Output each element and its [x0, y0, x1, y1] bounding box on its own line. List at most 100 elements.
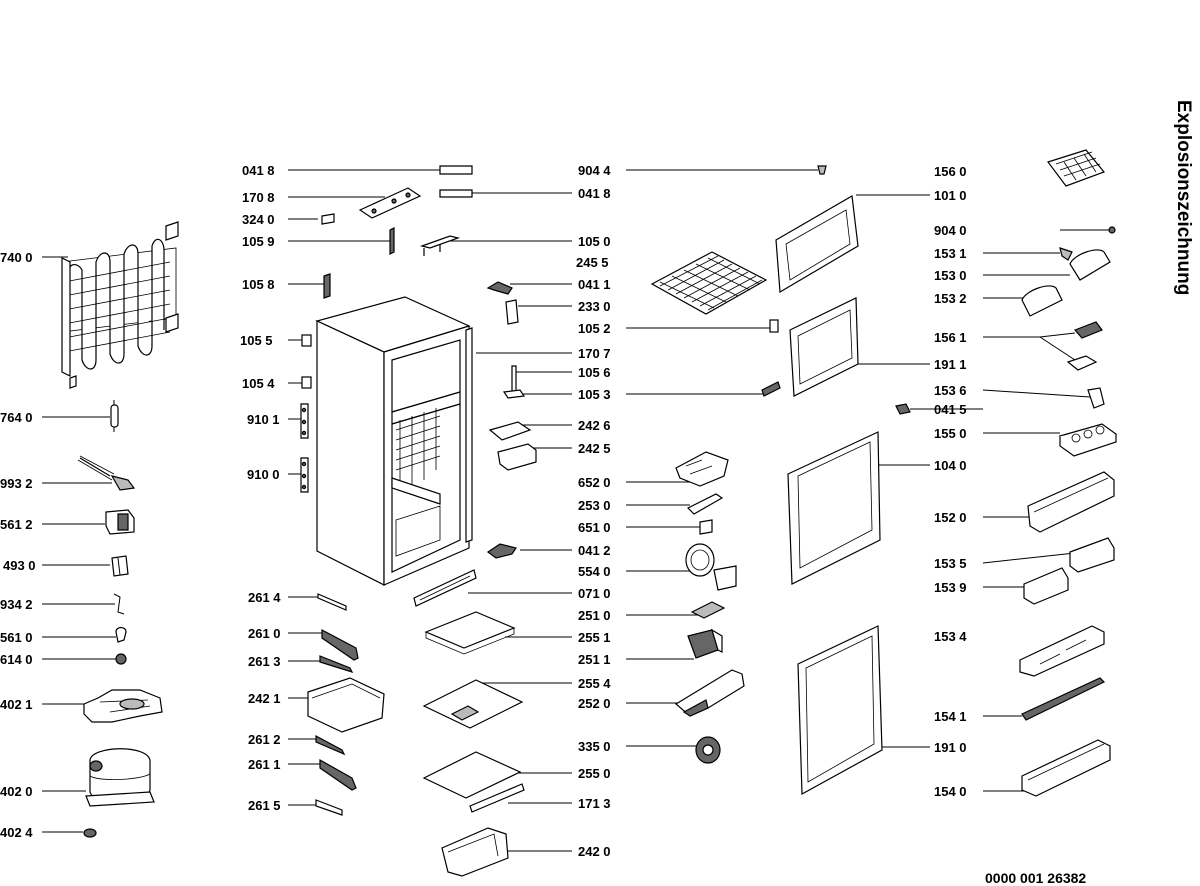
screw-9040	[1108, 226, 1116, 234]
label-9040: 904 0	[934, 223, 967, 238]
label-2612: 261 2	[248, 732, 281, 747]
label-2611: 261 1	[248, 757, 281, 772]
label-7400: 740 0	[0, 250, 33, 265]
label-2426: 242 6	[578, 418, 611, 433]
label-1054: 105 4	[242, 376, 275, 391]
hinge-pin-top	[389, 227, 395, 255]
thermostat-assembly	[675, 451, 729, 487]
freezer-door	[775, 195, 859, 294]
clip-0415	[895, 403, 911, 415]
hinge-bracket-2	[300, 457, 309, 493]
bottle-shelf-1520	[1027, 471, 1115, 533]
label-1550: 155 0	[934, 426, 967, 441]
roller-wheel	[695, 736, 721, 764]
condenser-coil	[61, 221, 179, 389]
label-4024: 402 4	[0, 825, 33, 840]
label-1539: 153 9	[934, 580, 967, 595]
hinge-middle-left	[323, 273, 331, 299]
label-5540: 554 0	[578, 564, 611, 579]
terminal-cover	[111, 555, 129, 577]
diagram-title: Explosionszeichnung	[1173, 100, 1194, 295]
cover-right-top	[439, 189, 473, 198]
label-1055: 105 5	[240, 333, 273, 348]
label-2615: 261 5	[248, 798, 281, 813]
lamp-holder	[301, 376, 312, 389]
label-6520: 652 0	[578, 475, 611, 490]
door-shelf-1534	[1019, 625, 1105, 677]
label-2530: 253 0	[578, 498, 611, 513]
hinge-lower	[486, 543, 517, 559]
label-2511: 251 1	[578, 652, 611, 667]
drain-tray	[83, 689, 163, 723]
label-2610: 261 0	[248, 626, 281, 641]
label-6510: 651 0	[578, 520, 611, 535]
label-9101: 910 1	[247, 412, 280, 427]
bottle-shelf-1540	[1021, 739, 1111, 797]
label-1535: 153 5	[934, 556, 967, 571]
label-3350: 335 0	[578, 739, 611, 754]
label-9342: 934 2	[0, 597, 33, 612]
egg-holder-1530	[1069, 249, 1111, 281]
switch-box	[301, 334, 312, 347]
pin-1531	[1059, 247, 1073, 261]
label-2551: 255 1	[578, 630, 611, 645]
label-1541: 154 1	[934, 709, 967, 724]
label-0418-right: 041 8	[578, 186, 611, 201]
egg-holder-1532	[1021, 285, 1063, 317]
label-2554: 255 4	[578, 676, 611, 691]
ice-tray	[1047, 149, 1105, 187]
grommet	[115, 653, 127, 665]
knob	[699, 519, 713, 535]
label-1707: 170 7	[578, 346, 611, 361]
label-2420: 242 0	[578, 844, 611, 859]
screw-top	[321, 213, 335, 225]
label-0415: 041 5	[934, 402, 967, 417]
control-panel	[674, 669, 745, 717]
vegetable-cover	[422, 679, 524, 729]
fan-motor	[685, 543, 737, 591]
hinge-bottom-pin	[502, 365, 526, 399]
egg-tray	[1058, 423, 1118, 457]
label-1058: 105 8	[242, 277, 275, 292]
label-2613: 261 3	[248, 654, 281, 669]
label-7640: 764 0	[0, 410, 33, 425]
label-1911: 191 1	[934, 357, 967, 372]
fridge-door-gasket	[797, 625, 883, 795]
label-2614: 261 4	[248, 590, 281, 605]
freezer-door-gasket	[789, 297, 859, 397]
label-1040: 104 0	[934, 458, 967, 473]
fridge-door	[787, 431, 881, 585]
door-bin-1539	[1023, 567, 1069, 605]
light-strip	[413, 569, 477, 607]
label-1560: 156 0	[934, 164, 967, 179]
label-1536: 153 6	[934, 383, 967, 398]
relay-module	[105, 509, 135, 535]
label-9932: 993 2	[0, 476, 33, 491]
label-0412: 041 2	[578, 543, 611, 558]
small-bracket-1052	[769, 319, 779, 333]
grommet-small	[83, 828, 97, 838]
label-0418-left: 041 8	[242, 163, 275, 178]
hinge-middle	[486, 281, 513, 295]
drawer-left	[307, 677, 385, 733]
shelf-rail-1541	[1021, 677, 1106, 721]
glass-shelf-1	[424, 611, 516, 655]
label-1910: 191 0	[934, 740, 967, 755]
label-2520: 252 0	[578, 696, 611, 711]
clip-bracket	[115, 626, 127, 643]
knob-rod	[686, 493, 724, 515]
label-1531: 153 1	[934, 246, 967, 261]
label-1530: 153 0	[934, 268, 967, 283]
bracket-1536	[1087, 387, 1105, 409]
bracket-233	[505, 299, 519, 325]
label-0411: 041 1	[578, 277, 611, 292]
label-2425: 242 5	[578, 441, 611, 456]
label-5612: 561 2	[0, 517, 33, 532]
wire-shelf	[650, 251, 768, 315]
door-seal-strip	[465, 327, 473, 543]
clip-wire	[113, 593, 125, 615]
label-1052: 105 2	[578, 321, 611, 336]
label-2510: 251 0	[578, 608, 611, 623]
crisper-drawer	[441, 827, 509, 877]
